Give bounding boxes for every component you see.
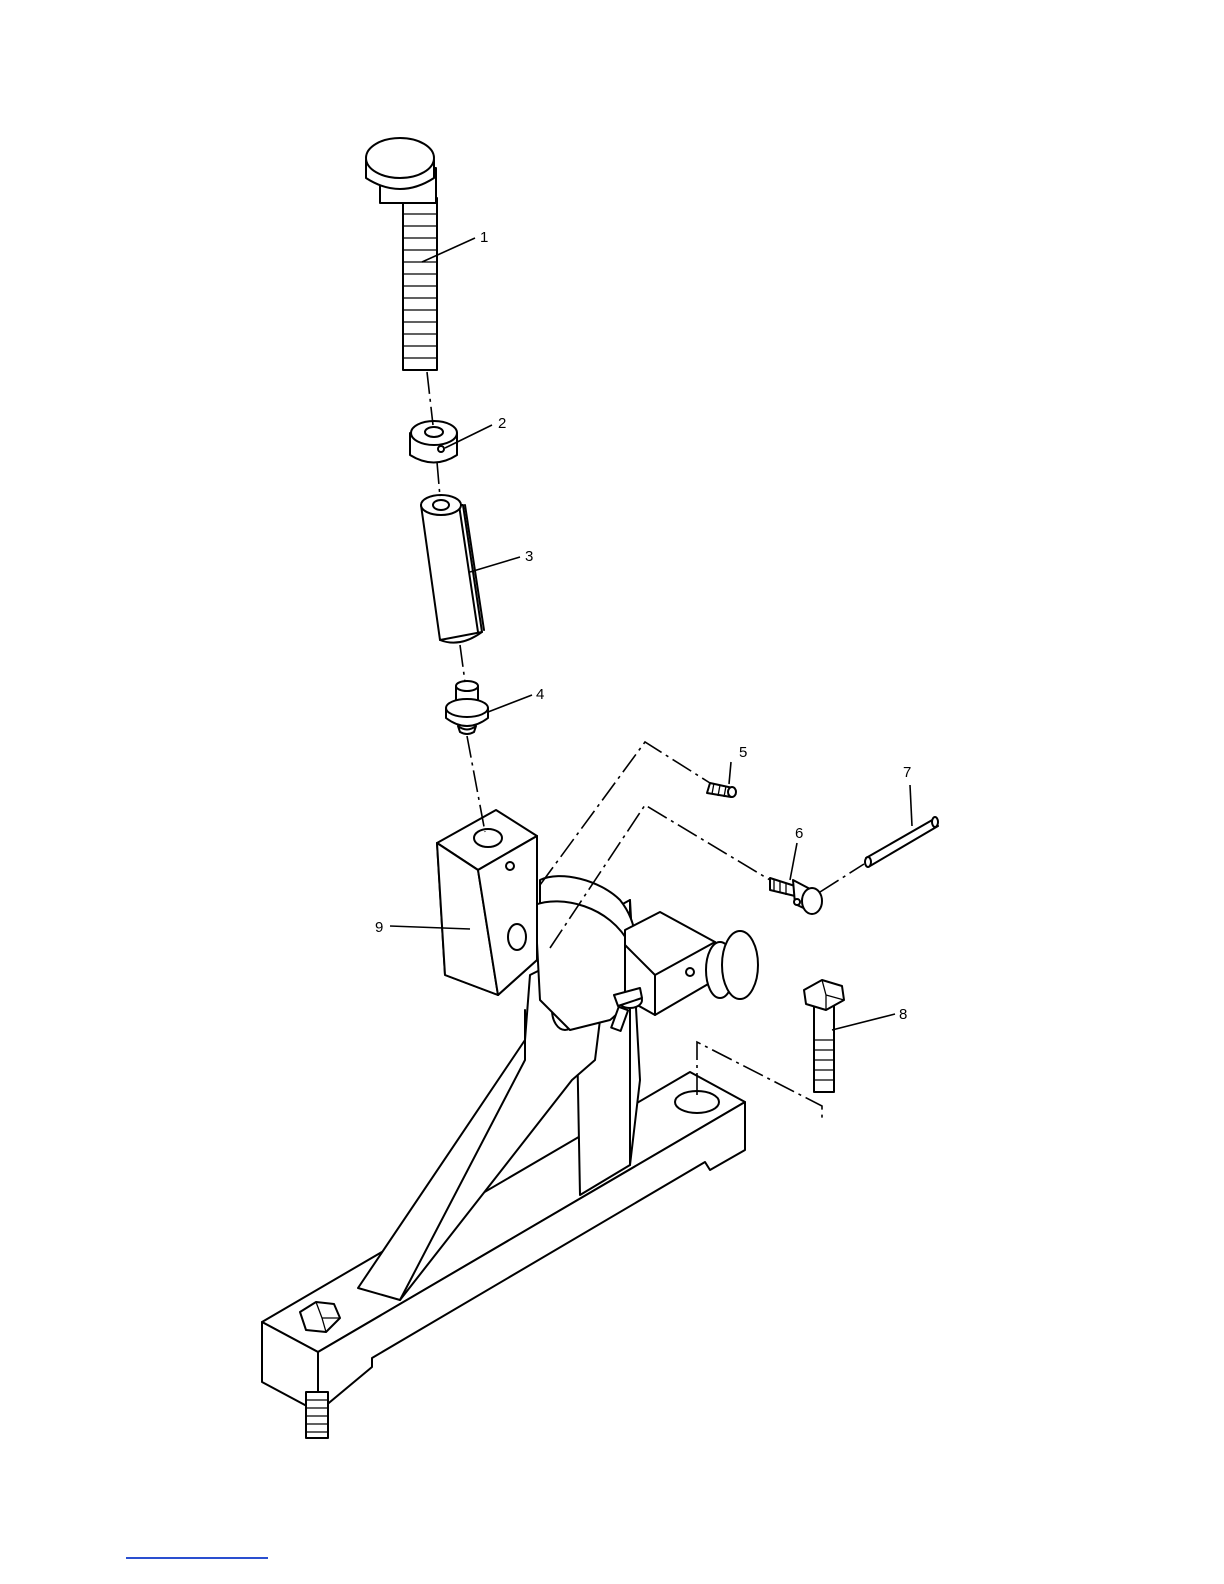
callout-7: 7: [903, 764, 911, 781]
part-9-block: [437, 810, 537, 995]
side-housing: [625, 912, 758, 1015]
callout-1: 1: [480, 229, 488, 246]
part-4-pin: [446, 681, 488, 734]
part-1-thumb-screw: [366, 138, 437, 370]
callout-4: 4: [536, 686, 544, 703]
part-8-bolt: [804, 980, 844, 1092]
part-7-rod: [865, 817, 938, 867]
callout-5: 5: [739, 744, 747, 761]
callout-3: 3: [525, 548, 533, 565]
base-stud: [306, 1392, 328, 1438]
part-3-sleeve: [421, 495, 484, 643]
bottom-rule-link-underline: [126, 1557, 268, 1559]
callout-8: 8: [899, 1006, 907, 1023]
callout-9: 9: [375, 919, 383, 936]
callout-2: 2: [498, 415, 506, 432]
callout-6: 6: [795, 825, 803, 842]
part-6-screw: [770, 878, 822, 914]
part-5-stud: [707, 783, 736, 797]
part-2-collar: [410, 421, 457, 463]
